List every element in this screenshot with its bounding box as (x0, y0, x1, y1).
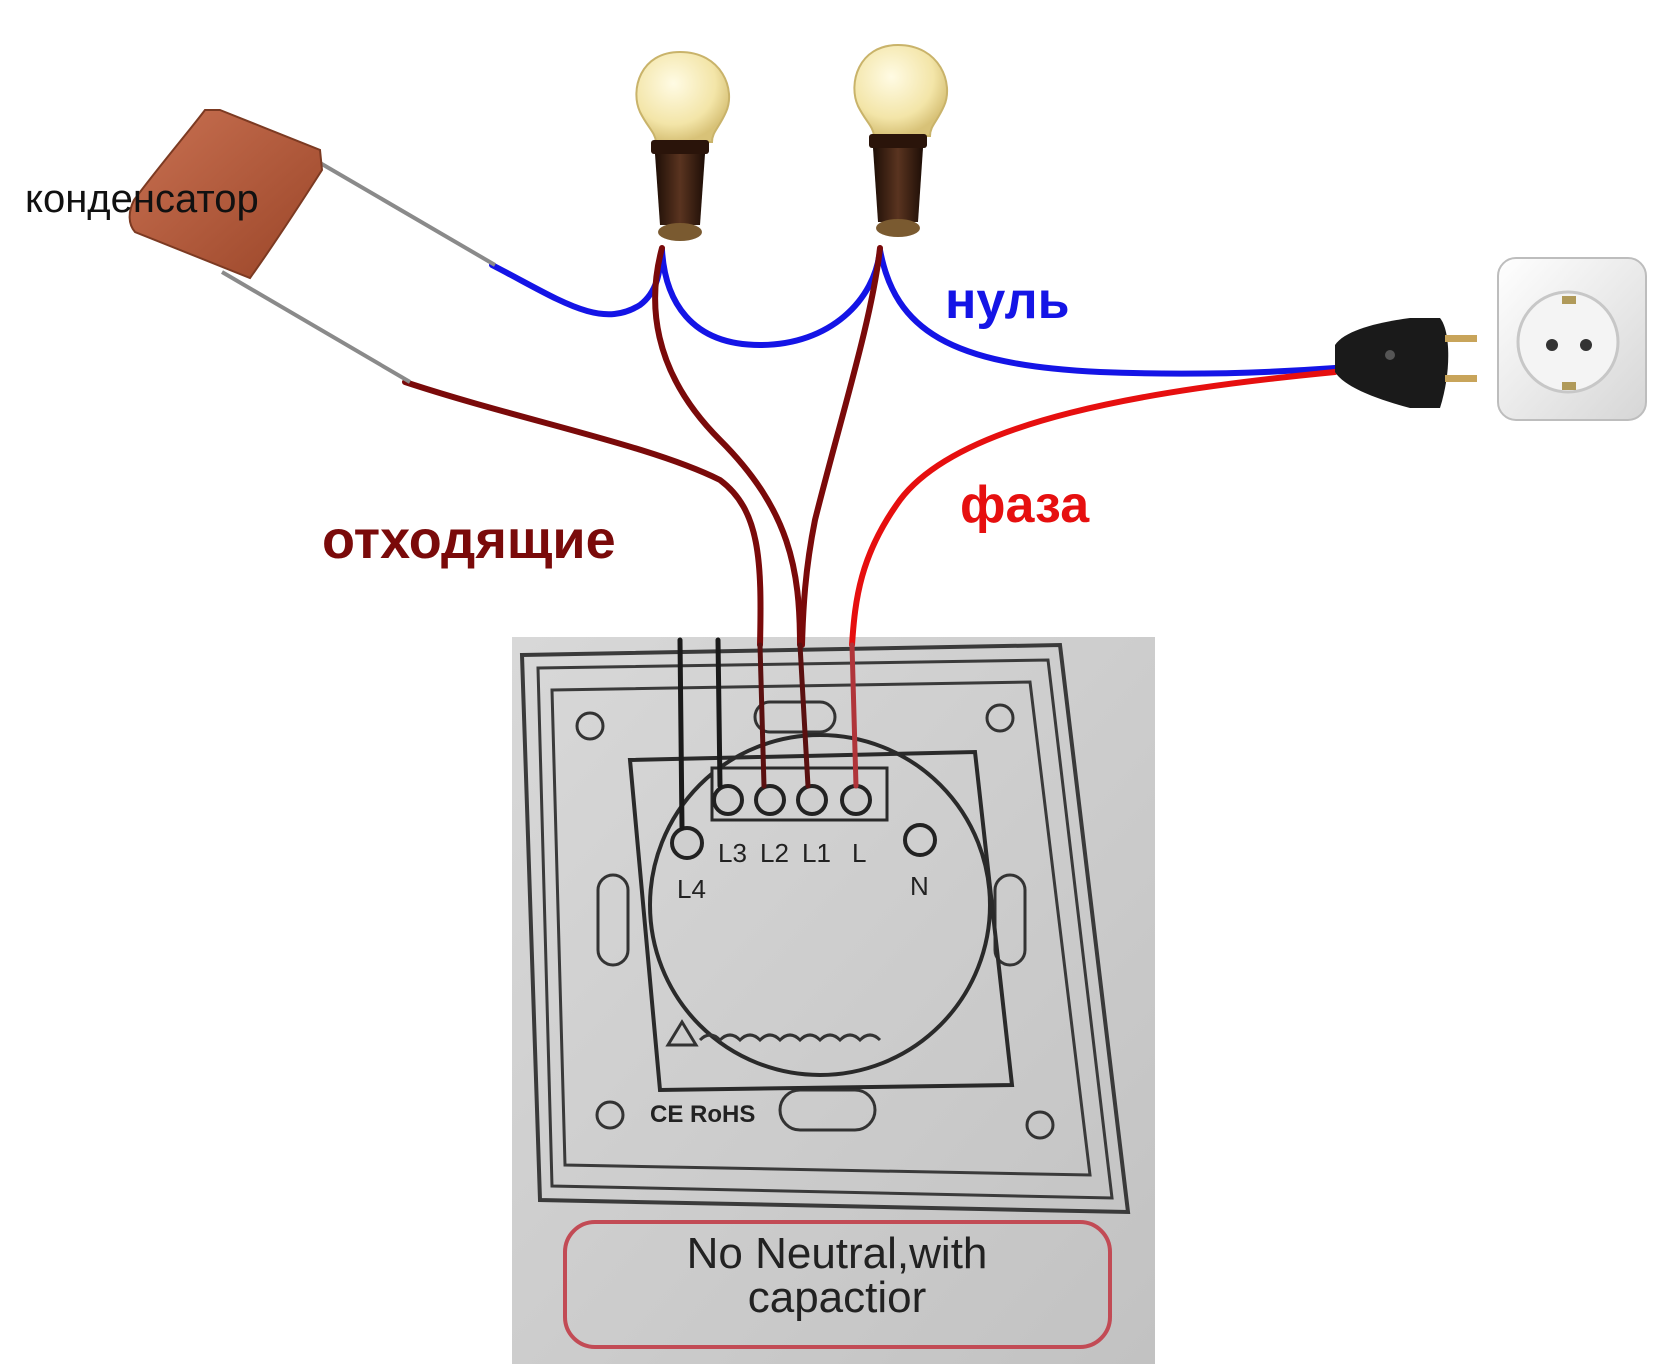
bulb-1-contact (658, 223, 702, 241)
neutral-wire-bulbs (659, 247, 883, 349)
plug-pin-bottom (1445, 375, 1477, 382)
bulb-1-glass (635, 50, 731, 143)
wires (402, 245, 1338, 831)
bulb-1-collar (651, 140, 709, 154)
mount-hole-bottom-left (595, 1100, 625, 1130)
panel-wire-l1 (797, 642, 811, 789)
socket-hole-left (1546, 339, 1558, 351)
terminal-screw-l (840, 784, 872, 816)
capacitor-lead-bottom (220, 270, 412, 384)
plug-pin-top (1445, 335, 1477, 342)
socket-ground-bottom (1562, 382, 1576, 390)
plug-screw (1385, 350, 1395, 360)
wall-socket-icon (1497, 257, 1647, 421)
mechanism-circle (648, 733, 992, 1077)
plug-icon (1335, 318, 1477, 408)
caption-line-2: capactior (748, 1273, 927, 1322)
outgoing-wire-capacitor (402, 379, 764, 648)
caption-line-1: No Neutral,with (687, 1229, 988, 1278)
mechanism-box (627, 749, 1015, 1093)
bulb-1 (635, 50, 731, 241)
terminal-label-l1: L1 (802, 838, 831, 868)
terminal-screw-n (903, 823, 937, 857)
bulb-1-base (655, 154, 705, 225)
top-slot (753, 700, 837, 734)
capacitor-body (128, 109, 324, 280)
terminal-screw-l1 (796, 784, 828, 816)
outgoing-wire-bulb-1 (652, 245, 803, 648)
plug-body (1335, 318, 1449, 408)
terminal-screw-l4 (670, 826, 704, 860)
socket-face (1516, 290, 1620, 394)
panel-background (512, 637, 1155, 1364)
neutral-label: нуль (945, 272, 1070, 330)
terminal-screw-l2 (754, 784, 786, 816)
mount-hole-bottom-right (1025, 1110, 1055, 1140)
mount-hole-top-left (575, 711, 605, 741)
bulb-2-collar (869, 134, 927, 148)
neutral-wire-plug (877, 247, 1338, 377)
ce-rohs-marking: CE RoHS (650, 1101, 755, 1128)
phase-wire (849, 369, 1338, 648)
phase-label: фаза (960, 476, 1090, 534)
bulb-2-glass (853, 43, 949, 137)
switch-panel: L3 L2 L1 L L4 N CE RoHS No Neutral,with … (512, 637, 1155, 1364)
panel-plate-frame (550, 680, 1092, 1177)
terminal-label-l2: L2 (760, 838, 789, 868)
terminal-label-n: N (910, 871, 929, 901)
vent-ridges (698, 1033, 882, 1043)
bottom-slot (778, 1088, 877, 1132)
socket-ground-top (1562, 296, 1576, 304)
terminal-screw-l3 (712, 784, 744, 816)
left-slot (596, 873, 630, 967)
panel-wire-l (849, 642, 859, 789)
bulb-2 (853, 43, 949, 237)
capacitor-lead-top (313, 158, 497, 267)
panel-inner-frame (536, 658, 1114, 1200)
panel-wire-l2 (757, 642, 767, 789)
mount-hole-top-right (985, 703, 1015, 733)
bulb-2-base (873, 148, 923, 222)
light-bulb-icon (635, 43, 949, 241)
outgoing-wire-bulb-2 (799, 245, 883, 648)
neutral-wire-capacitor (489, 247, 665, 318)
capacitor-icon (128, 109, 497, 384)
panel-outer-frame (519, 642, 1131, 1215)
panel-wire-l4 (677, 637, 685, 831)
bulb-2-contact (876, 219, 920, 237)
terminal-label-l3: L3 (718, 838, 747, 868)
terminal-label-l4: L4 (677, 874, 706, 904)
caption-frame (563, 1220, 1112, 1349)
panel-wire-l3 (715, 637, 723, 789)
capacitor-label: конденсатор (25, 177, 259, 221)
terminal-label-l: L (852, 838, 866, 868)
socket-hole-right (1580, 339, 1592, 351)
triangle-mark (665, 1019, 699, 1047)
outgoing-label: отходящие (322, 510, 616, 570)
